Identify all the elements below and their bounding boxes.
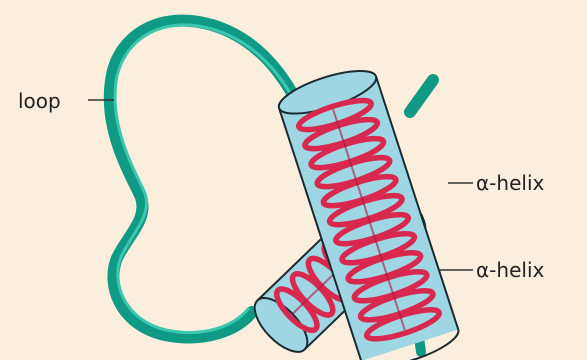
- helix-bottom-label: α-helix: [476, 258, 544, 282]
- loop-label: loop: [18, 89, 61, 113]
- helix-top-label: α-helix: [476, 171, 544, 195]
